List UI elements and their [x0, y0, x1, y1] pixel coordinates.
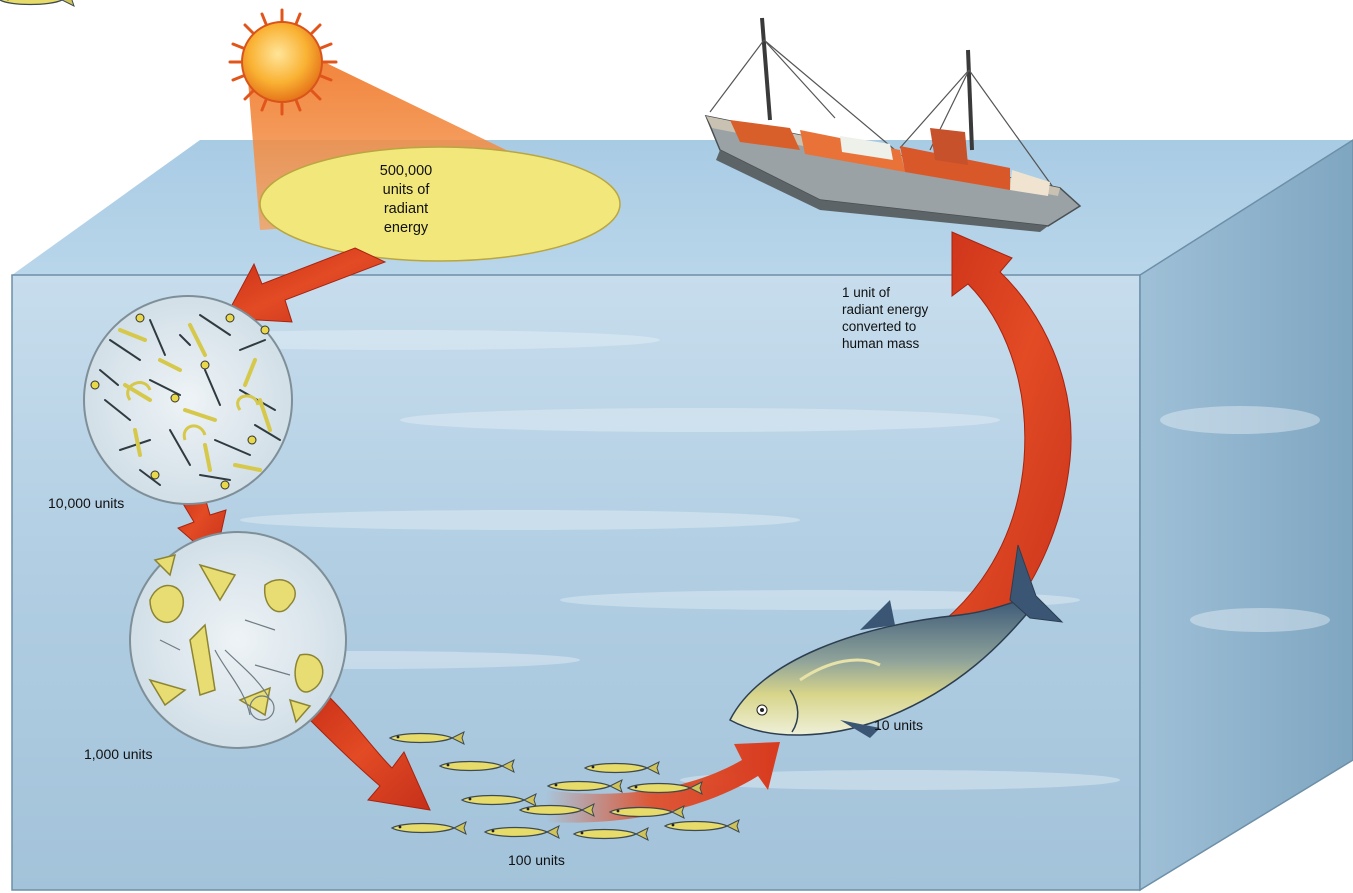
- small-fish-units-label: 100 units: [508, 851, 565, 869]
- water-surface: [12, 140, 1353, 275]
- tuna-units-label: 10 units: [874, 716, 923, 734]
- zooplankton-units-label: 1,000 units: [84, 745, 153, 763]
- zooplankton-icon: [130, 532, 346, 748]
- phytoplankton-units-label: 10,000 units: [48, 494, 124, 512]
- human-mass-label: 1 unit of radiant energy converted to hu…: [842, 284, 982, 352]
- radiant-energy-label: 500,000 units of radiant energy: [362, 162, 450, 238]
- sun-icon: [230, 10, 336, 114]
- small-fish: [0, 0, 74, 6]
- phytoplankton-icon: [84, 296, 292, 504]
